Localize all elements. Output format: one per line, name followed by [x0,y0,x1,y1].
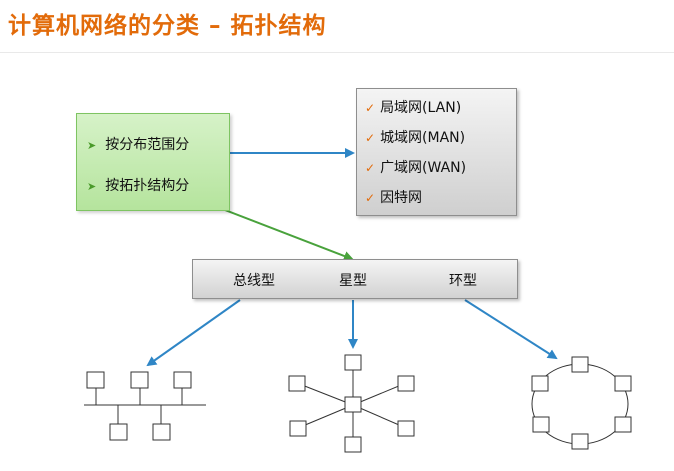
range-item-internet: ✓因特网 [365,190,423,206]
bus-topology-sketch [84,371,206,441]
arrow-ring [464,299,558,360]
topology-label-star: 星型 [339,273,367,289]
checkmark-icon: ✓ [365,131,376,145]
title-divider [0,52,674,53]
range-types-box: ✓局域网(LAN) ✓城域网(MAN) ✓广域网(WAN) ✓因特网 [356,88,517,216]
checkmark-icon: ✓ [365,191,376,205]
range-item-man: ✓城域网(MAN) [365,130,466,146]
topology-types-bar: 总线型 星型 环型 [192,259,518,299]
classification-item-range: ➤按分布范围分 [87,137,190,153]
checkmark-icon: ✓ [365,161,376,175]
star-topology-sketch [288,354,415,453]
range-item-lan: ✓局域网(LAN) [365,100,462,116]
page-title: 计算机网络的分类 – 拓扑结构 [8,13,327,39]
bullet-arrow-icon: ➤ [87,139,97,152]
ring-topology-sketch [531,356,632,450]
topology-label-bus: 总线型 [233,273,275,289]
classification-box: ➤按分布范围分 ➤按拓扑结构分 [76,113,230,211]
arrow-bus [146,299,241,367]
topology-label-ring: 环型 [449,273,477,289]
classification-item-topology: ➤按拓扑结构分 [87,178,190,194]
range-item-wan: ✓广域网(WAN) [365,160,467,176]
checkmark-icon: ✓ [365,101,376,115]
bullet-arrow-icon: ➤ [87,180,97,193]
